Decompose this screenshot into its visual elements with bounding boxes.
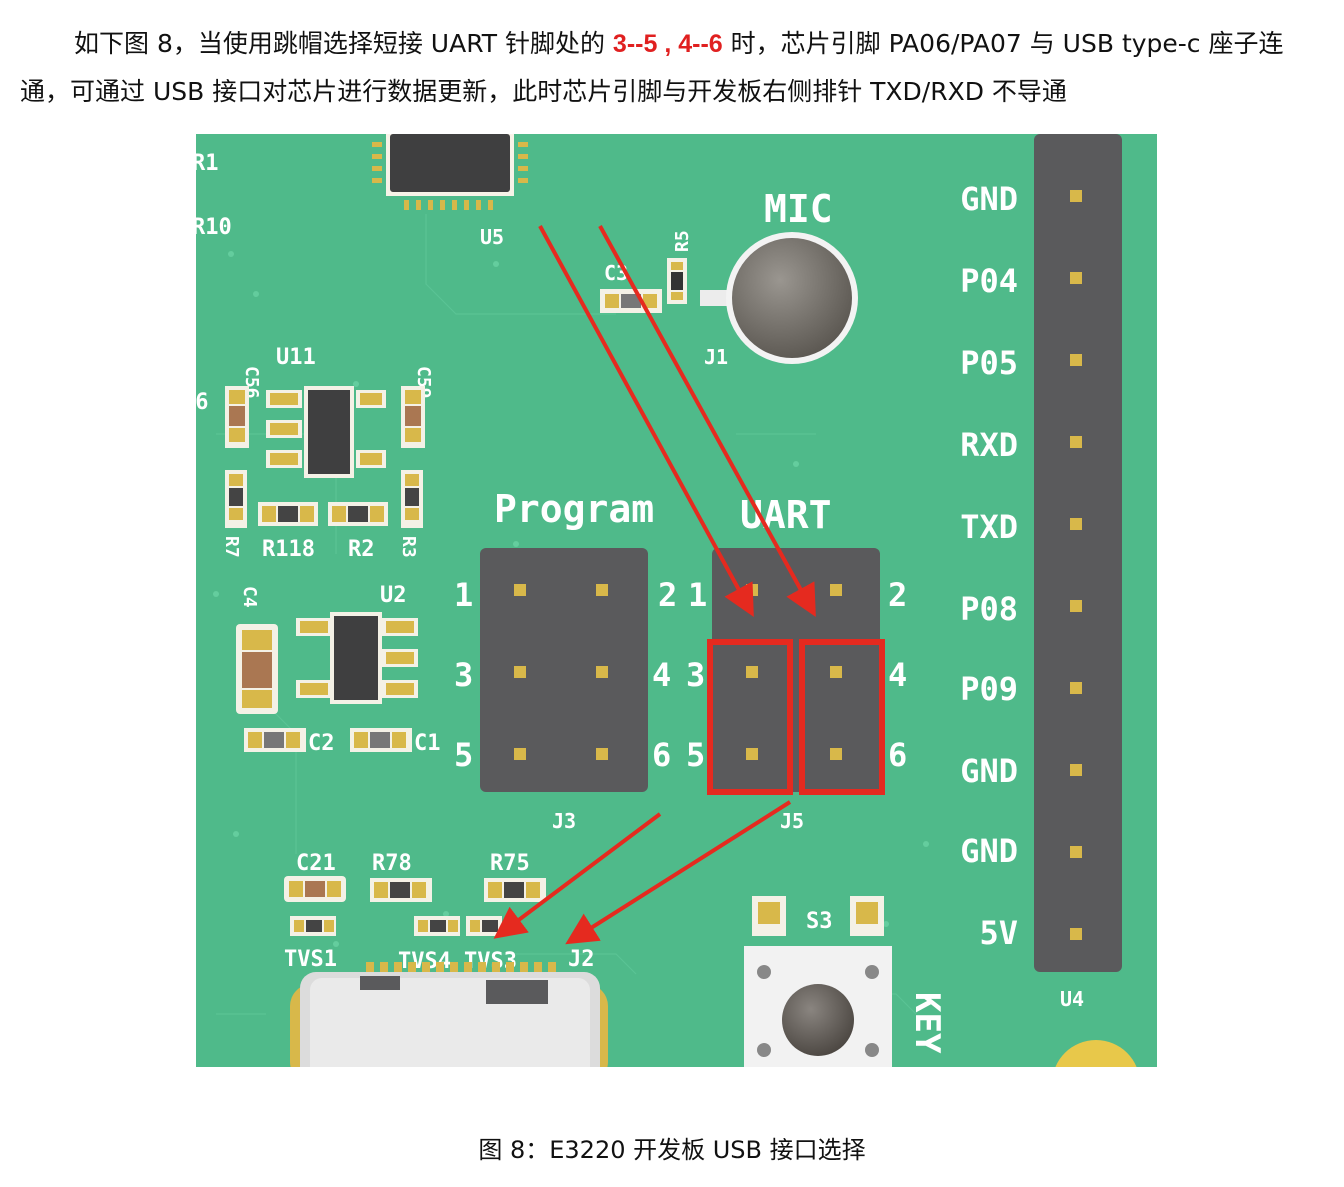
label-r118: R118 [262,537,315,562]
label-r78: R78 [372,851,412,876]
arrow-to-uart-pin-2 [598,225,816,618]
intro-paragraph: 如下图 8，当使用跳帽选择短接 UART 针脚处的 3--5 , 4--6 时，… [20,20,1325,115]
figure-caption: 图 8：E3220 开发板 USB 接口选择 [478,1136,866,1164]
header-u4 [1034,134,1122,972]
program-pin-3: 3 [454,656,473,694]
label-u2: U2 [380,583,407,608]
board-photo: R1 R10 R6 U5 R5 C3 MIC J1 C56 U11 C59 [196,134,1157,1067]
label-r2: R2 [348,537,375,562]
uart-pin-4: 4 [888,656,907,694]
uart-pin-2: 2 [888,576,907,614]
label-r7: R7 [221,536,242,558]
label-c4: C4 [239,586,260,608]
resistor-r118 [258,502,318,526]
label-key: KEY [907,992,947,1054]
header-pin-label: GND [960,180,1018,218]
header-pin-label: GND [960,752,1018,790]
capacitor-c3 [600,289,662,313]
label-j5: J5 [780,809,804,833]
label-c21: C21 [296,851,336,876]
label-u11: U11 [276,345,316,370]
uart-pin-5: 5 [686,736,705,774]
highlight-box-4-6 [799,639,885,795]
usb-type-c-connector [290,962,608,1067]
key-button-s3 [744,896,892,1067]
header-pin-label: RXD [960,426,1018,464]
capacitor-c4 [236,624,278,714]
label-r6: R6 [196,390,209,415]
arrow-to-j2 [565,800,792,945]
label-u4: U4 [1060,987,1084,1011]
arrow-to-uart-pin-1 [538,225,754,618]
label-program: Program [494,487,654,531]
uart-pin-6: 6 [888,736,907,774]
label-tvs1: TVS1 [284,947,337,972]
label-r10: R10 [196,215,232,240]
header-pin-label: P04 [960,262,1018,300]
program-pin-4: 4 [652,656,671,694]
uart-pin-3: 3 [686,656,705,694]
header-u4-pins [1070,190,1082,940]
label-uart: UART [740,493,832,537]
resistor-r5 [667,258,687,304]
capacitor-c2 [244,728,306,752]
header-pin-label: 5V [979,914,1018,952]
highlight-box-3-5 [707,639,793,795]
header-pin-label: P08 [960,590,1018,628]
header-j3-pins [514,584,608,760]
corner-pad [1055,1040,1137,1067]
chip-u11 [266,386,386,478]
capacitor-c21 [284,876,346,902]
label-s3: S3 [806,909,833,934]
label-j1: J1 [704,345,728,369]
paragraph-text-2: 时，芯片引脚 PA06/PA07 与 USB type-c 座子连通，可通过 U… [20,29,1284,106]
header-j3 [480,548,648,792]
program-pin-2: 2 [658,576,677,614]
resistor-r3 [401,470,423,528]
pin-highlight: 3--5 , 4--6 [612,30,723,58]
resistor-r2 [328,502,388,526]
program-pin-5: 5 [454,736,473,774]
tvs-diodes [290,916,502,936]
label-c1: C1 [414,731,441,756]
header-pin-label: P05 [960,344,1018,382]
capacitor-c56 [225,386,249,448]
header-j5 [712,548,880,792]
arrow-to-tvs3 [493,812,662,939]
capacitor-c1 [350,728,412,752]
label-j3: J3 [552,809,576,833]
program-pin-1: 1 [454,576,473,614]
resistor-r7 [225,470,247,528]
resistor-r75 [484,878,546,902]
chip-u5: U5 [372,134,528,249]
label-c2: C2 [308,731,335,756]
label-r5: R5 [672,230,693,252]
label-u5: U5 [480,225,504,249]
header-pin-label: GND [960,832,1018,870]
microphone-j1 [700,232,858,364]
label-r75: R75 [490,851,530,876]
header-pin-label: P09 [960,670,1018,708]
label-r3: R3 [398,536,419,558]
program-pin-6: 6 [652,736,671,774]
resistor-r78 [370,878,432,902]
uart-pin-1: 1 [688,576,707,614]
label-j2: J2 [568,947,595,972]
chip-u2 [296,612,418,704]
label-r1: R1 [196,151,219,176]
capacitor-c59 [401,386,425,448]
header-pin-label: TXD [960,508,1018,546]
label-mic: MIC [764,187,833,231]
paragraph-text-1: 如下图 8，当使用跳帽选择短接 UART 针脚处的 [74,29,613,58]
